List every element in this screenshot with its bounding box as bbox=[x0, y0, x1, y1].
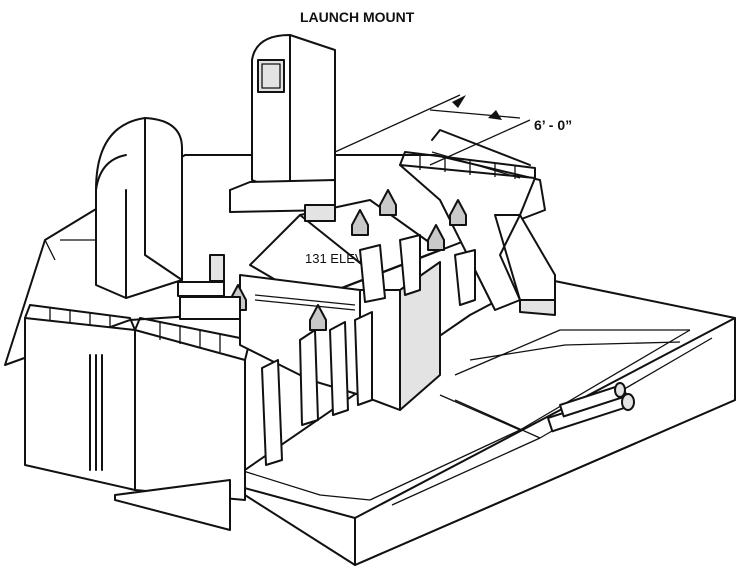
right-tower bbox=[229, 34, 336, 213]
pipes bbox=[547, 382, 635, 433]
dimension-label: 6’ - 0” bbox=[534, 117, 572, 133]
support-posts bbox=[261, 234, 476, 466]
base-slab bbox=[225, 277, 736, 566]
dimension-callout: 6’ - 0” bbox=[334, 94, 572, 166]
diagram-title: LAUNCH MOUNT bbox=[300, 9, 415, 25]
left-tower bbox=[95, 117, 183, 299]
left-pedestal-block bbox=[24, 304, 251, 531]
right-pedestal-structure bbox=[399, 129, 556, 316]
deck-fixtures bbox=[177, 204, 336, 320]
elevation-label: 131 ELEV. bbox=[305, 251, 366, 266]
